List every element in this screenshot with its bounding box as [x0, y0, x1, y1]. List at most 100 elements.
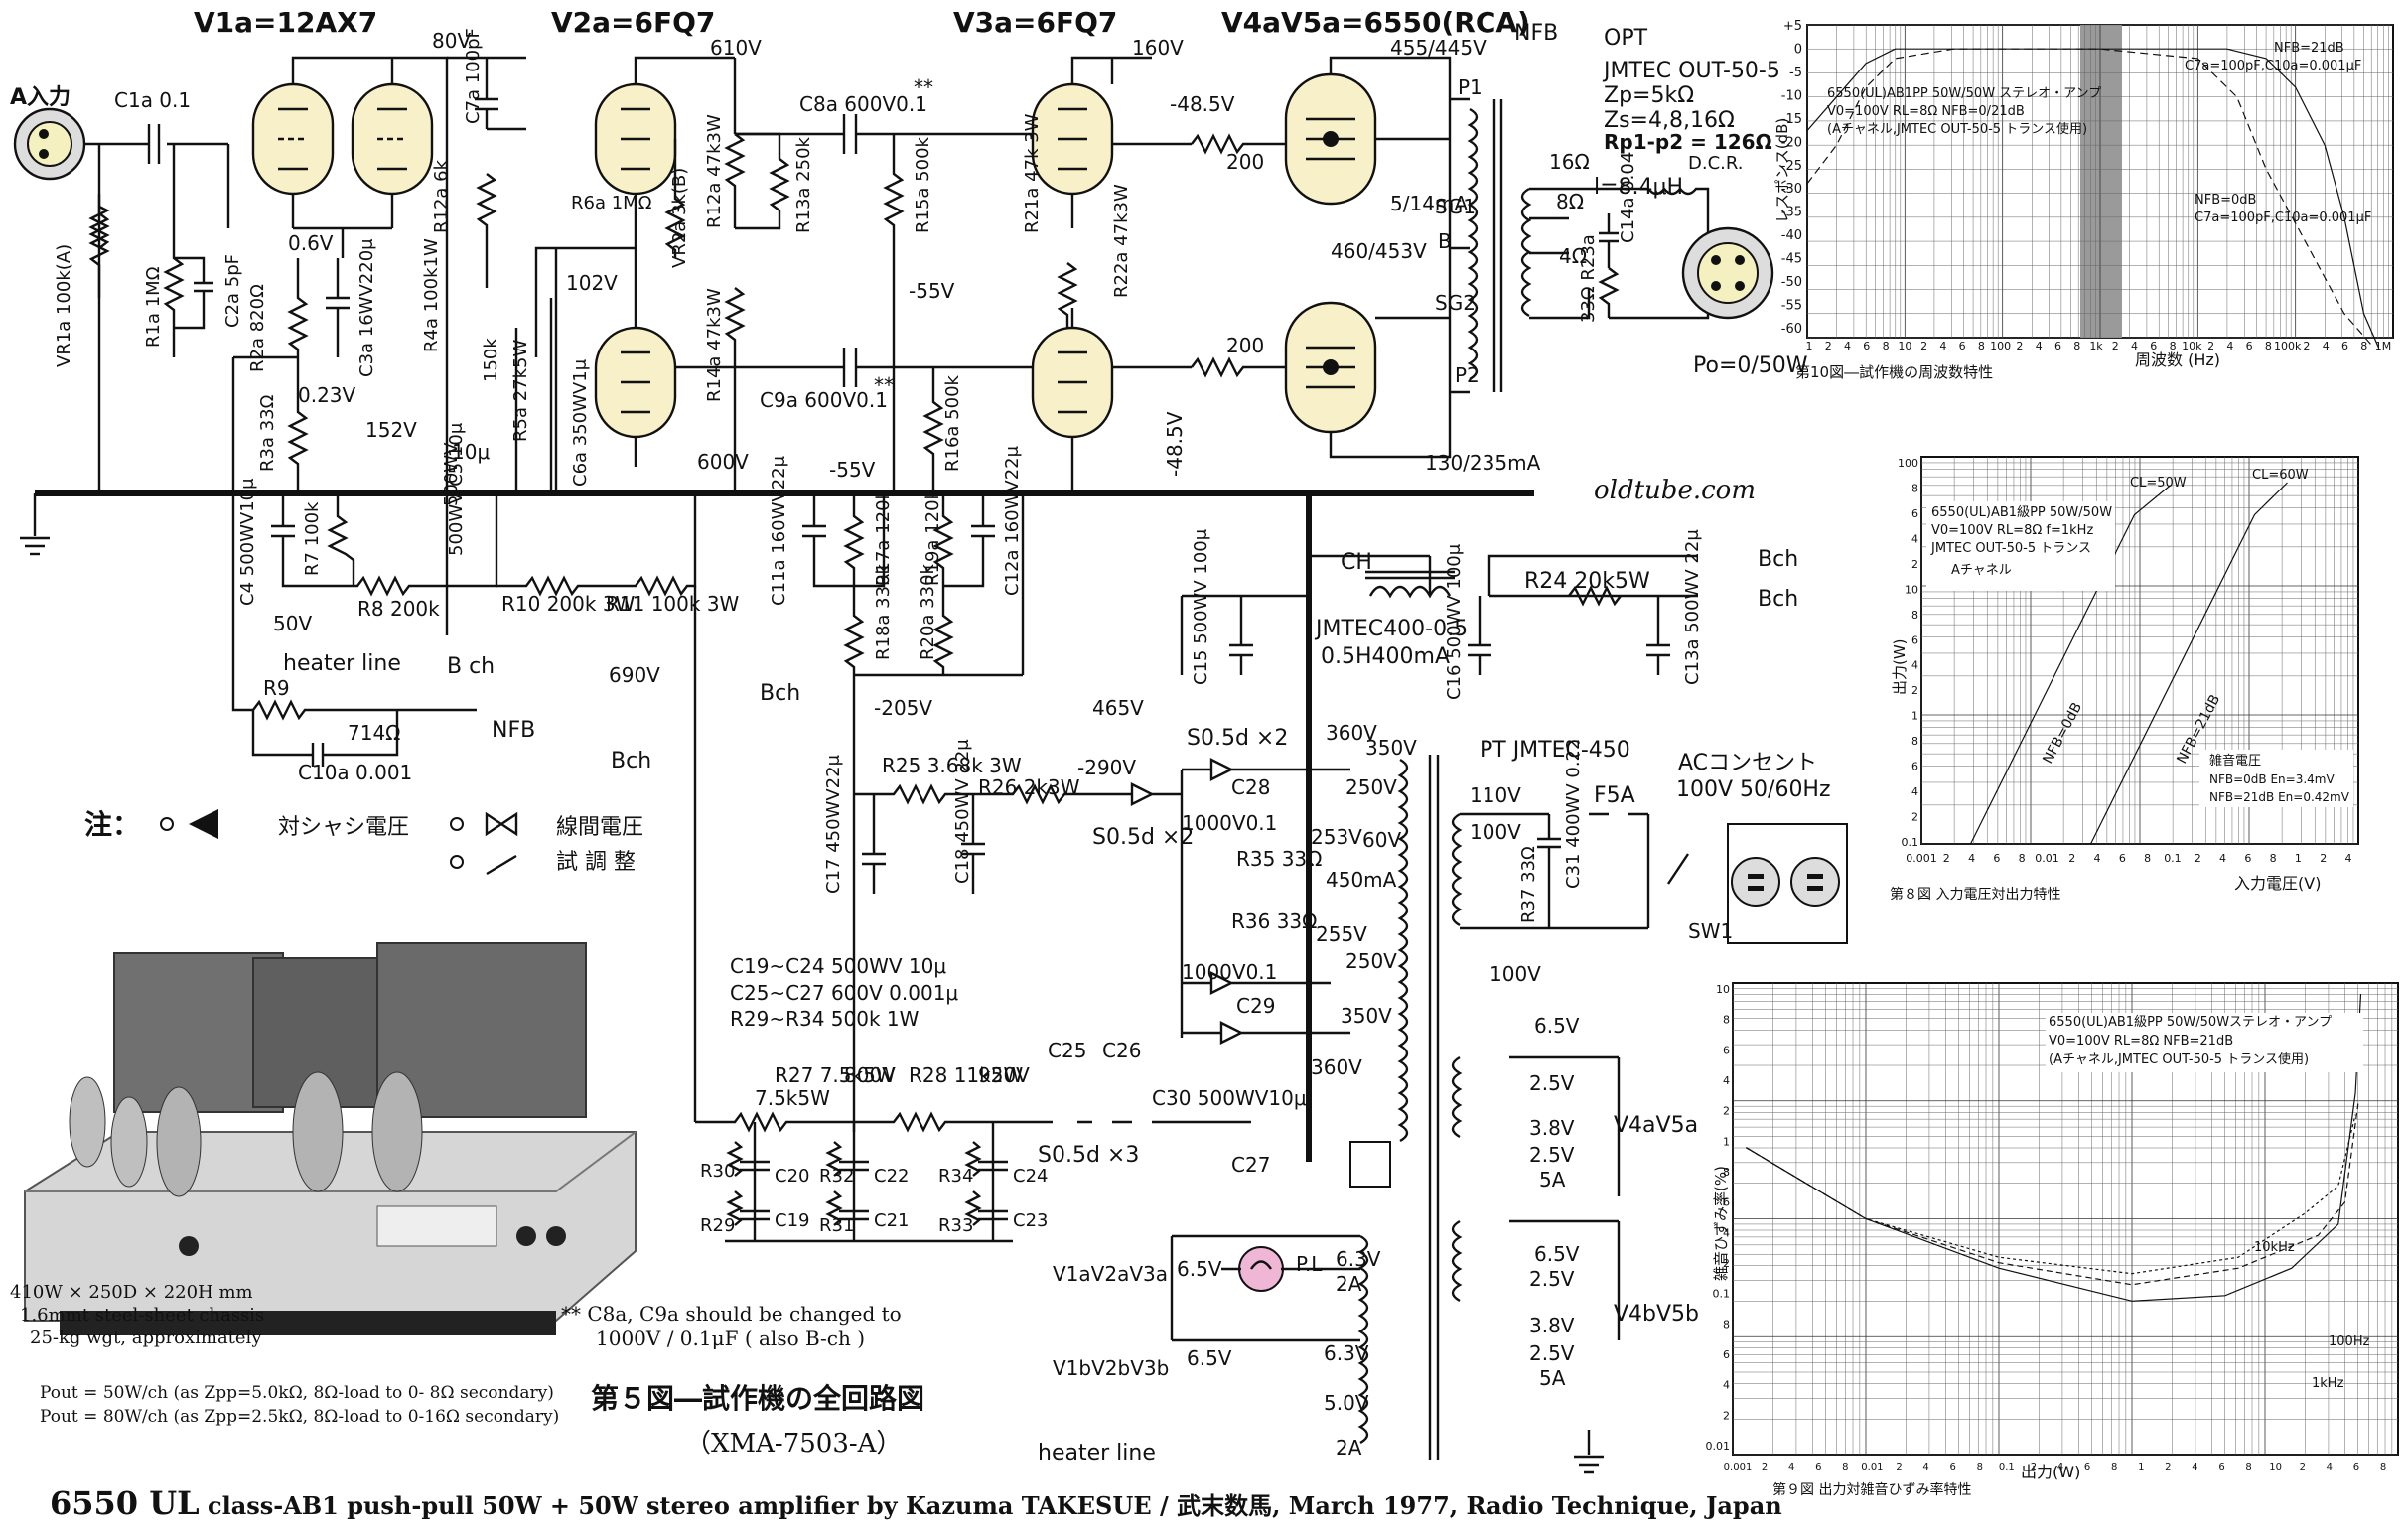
r21a-label: R21a 47k 3W — [1022, 113, 1043, 233]
tick-label: 2 — [2207, 340, 2214, 352]
tick-label: 4 — [1939, 340, 1946, 352]
tick-label: -20 — [1781, 135, 1802, 150]
pout-l1: Pout = 50W/ch (as Zpp=5.0kΩ, 8Ω-load to … — [40, 1383, 554, 1403]
tick-label: -10 — [1781, 88, 1802, 103]
thd-ann-10k: 10kHz — [2254, 1240, 2295, 1255]
out-ylabel: 出力(W) — [1891, 638, 1909, 695]
v-253: 253V — [1311, 825, 1362, 849]
tick-label: 1 — [1911, 710, 1918, 723]
v-3-8-b: 3.8V — [1529, 1314, 1575, 1337]
tick-label: 2 — [1825, 340, 1832, 352]
tick-label: 4 — [2327, 1462, 2333, 1472]
thd-legend-l2: V0=100V RL=8Ω NFB=21dB — [2049, 1034, 2233, 1049]
c9a-label: C9a 600V0.1 — [760, 388, 888, 412]
r5a-label: R5a 27k5W — [510, 340, 531, 442]
choke-ch — [1365, 570, 1455, 599]
tick-label: 0 — [1794, 42, 1802, 57]
v-m55-a: -55V — [909, 279, 955, 303]
so5d-2-label: S0.5d ×2 — [1092, 825, 1194, 850]
so5d-1-label: S0.5d ×2 — [1187, 726, 1288, 751]
r34-label: R34 — [938, 1166, 973, 1187]
tick-label: 0.1 — [2164, 852, 2182, 865]
tube-v3a-label: V3a=6FQ7 — [953, 6, 1117, 39]
tick-label: 8 — [1911, 735, 1918, 748]
out-legend-l2: V0=100V RL=8Ω f=1kHz — [1931, 523, 2093, 538]
c29-val: 1000V0.1 — [1182, 960, 1277, 984]
po-label: Po=0/50W — [1693, 353, 1808, 378]
ac-volt-label: 100V 50/60Hz — [1676, 777, 1831, 802]
out-legend-l3: JMTEC OUT-50-5 トランス — [1930, 541, 2091, 556]
v-m290: -290V — [1077, 756, 1136, 779]
tick-label: 8 — [2380, 1462, 2386, 1472]
v-2-5-c: 2.5V — [1529, 1267, 1575, 1291]
v-255: 255V — [1316, 922, 1367, 946]
v-920: 920V — [978, 1063, 1030, 1087]
freq-ann4: C7a=100pF,C10a=0.001μF — [2195, 210, 2371, 225]
r10-label: R10 200k 3W — [501, 592, 636, 616]
tick-label: 4 — [1723, 1074, 1730, 1087]
c21-label: C21 — [874, 1210, 909, 1231]
r6a-label: R6a 1MΩ — [571, 193, 652, 213]
v-360-b: 360V — [1311, 1055, 1362, 1079]
r17a-label: R17a 120k — [873, 489, 894, 586]
pt-box-symbol — [1349, 1141, 1391, 1188]
r14a-label: R14a 47k3W — [704, 288, 725, 402]
term-sg2: SG2 — [1435, 291, 1476, 315]
tick-label: 6 — [1723, 1348, 1730, 1361]
v-10u: 10μ — [452, 440, 490, 464]
v-360-a: 360V — [1326, 721, 1377, 745]
heater-line-label-2: heater line — [1038, 1441, 1156, 1466]
c19-24-label: C19~C24 500WV 10μ — [730, 954, 946, 978]
tick-label: 6 — [2084, 1462, 2090, 1472]
tick-label: 4 — [1844, 340, 1851, 352]
tick-label: 6 — [1911, 761, 1918, 773]
c28-label: C28 — [1231, 775, 1270, 799]
tick-label: 1 — [1806, 340, 1813, 352]
r31-label: R31 — [819, 1215, 854, 1236]
dims-l2: 1.6mmt steel-sheet chassis — [20, 1305, 264, 1326]
tube-v2a — [594, 82, 677, 439]
amplifier-photo — [0, 938, 645, 1335]
term-4: 4Ω — [1559, 244, 1587, 268]
vr2a-label: VR2a 3k(B) — [669, 168, 690, 268]
v-152: 152V — [365, 418, 417, 442]
r29-34-label: R29~R34 500k 1W — [730, 1007, 920, 1031]
tick-label: 4 — [2094, 852, 2101, 865]
tick-label: 4 — [2057, 1462, 2063, 1472]
legend-note: 注： — [84, 808, 140, 841]
tick-label: 4 — [1911, 785, 1918, 798]
v-60: 60V — [1362, 828, 1401, 852]
c25-label: C25 — [1048, 1039, 1086, 1062]
tick-label: 4 — [1911, 532, 1918, 545]
out-cl-50w: CL=50W — [2130, 476, 2187, 490]
c2a-label: C2a 5pF — [222, 254, 243, 328]
tick-label: 6 — [2244, 852, 2251, 865]
r25-label: R25 3.68k 3W — [882, 754, 1022, 777]
tick-label: 4 — [1723, 1226, 1730, 1239]
heater-v4a5a: V4aV5a — [1614, 1113, 1698, 1138]
c4-label: C4 500WV10μ — [237, 478, 258, 606]
tick-label: 6 — [2246, 340, 2253, 352]
r32-label: R32 — [819, 1166, 854, 1187]
r24-label: R24 20k5W — [1524, 569, 1650, 594]
input-label: A入力 — [10, 85, 71, 110]
freq-yticks: +50-5-10-15-20-25-30-35-40-45-50-55-60 — [1781, 19, 1802, 337]
heater-line-label: heater line — [283, 651, 401, 676]
c31-label: C31 400WV 0.22 — [1563, 739, 1584, 889]
tick-label: 6 — [2218, 1462, 2224, 1472]
r2a-label: R2a 820Ω — [247, 284, 268, 372]
ground-bus — [20, 490, 1534, 1162]
r13a-label: R13a 250k — [793, 136, 814, 233]
c20-label: C20 — [775, 1166, 809, 1187]
tick-label: 2 — [2112, 340, 2119, 352]
caption-main: 第５図―試作機の全回路図 — [591, 1382, 924, 1415]
v-100-b: 100V — [1489, 962, 1541, 986]
c17-label: C17 450WV22μ — [823, 754, 844, 894]
v-110: 110V — [1470, 783, 1521, 807]
tick-label: 8 — [1883, 340, 1890, 352]
thd-ylabel: 雑音ひずみ率(%) — [1712, 1166, 1730, 1281]
tick-label: 8 — [2144, 852, 2151, 865]
r4a-label: R4a 100k1W — [421, 238, 442, 352]
tick-label: 8 — [1723, 1014, 1730, 1027]
